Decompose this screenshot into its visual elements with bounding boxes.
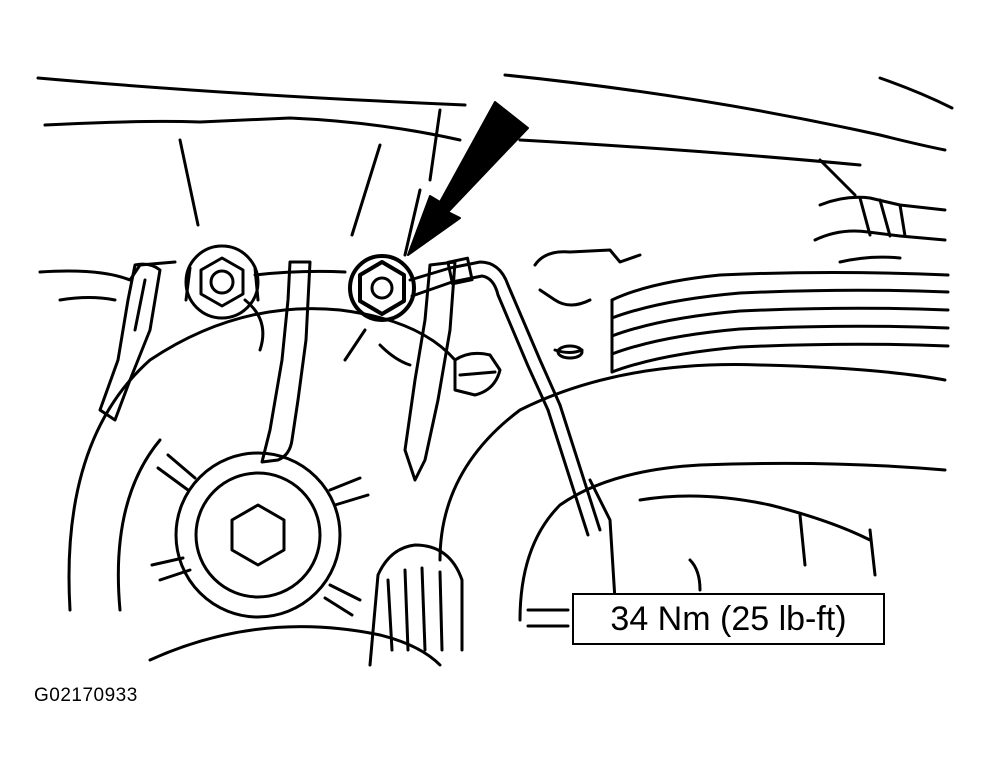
front-cover [438,363,947,622]
upper-housing-lines [36,73,954,257]
center-strap [260,260,312,464]
torque-spec-label: 34 Nm (25 lb-ft) [572,593,885,645]
target-bolt [348,254,416,322]
left-bolt [184,244,260,320]
callout-leader [526,608,570,628]
fluid-tube [408,256,602,537]
crank-pulley [67,307,457,619]
pulley [610,271,950,374]
arrow-pointer-icon [407,101,529,256]
right-bracket [343,260,457,482]
figure-id: G02170933 [34,685,138,706]
pump-housing [453,248,642,397]
left-bracket [98,262,162,422]
lower-housing [148,543,464,667]
upper-hose [813,195,947,264]
engine-block-outline [38,260,347,352]
